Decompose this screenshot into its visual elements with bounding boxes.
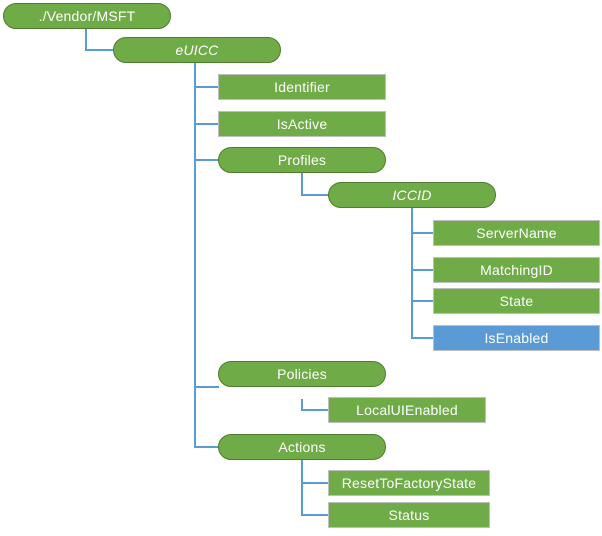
connector-policies-trunk	[301, 399, 303, 410]
node-root[interactable]: ./Vendor/MSFT	[3, 3, 171, 29]
connector-iccid-trunk	[411, 208, 413, 338]
node-matchingid[interactable]: MatchingID	[433, 257, 600, 283]
node-profiles-label: Profiles	[277, 152, 327, 168]
node-resettofactorystate[interactable]: ResetToFactoryState	[328, 470, 490, 496]
node-localuienabled-label: LocalUIEnabled	[356, 402, 458, 418]
node-root-label: ./Vendor/MSFT	[38, 8, 136, 24]
node-isactive-label: IsActive	[276, 116, 328, 132]
node-profiles[interactable]: Profiles	[218, 147, 386, 173]
node-policies[interactable]: Policies	[218, 361, 386, 387]
connector-iccid-to-matchingid	[411, 269, 434, 271]
connector-euicc-to-isactive	[194, 123, 219, 125]
node-resettofactorystate-label: ResetToFactoryState	[341, 475, 477, 491]
node-actions-label: Actions	[278, 439, 326, 455]
node-identifier-label: Identifier	[274, 79, 330, 95]
node-actions[interactable]: Actions	[218, 434, 386, 460]
connector-root-to-euicc-vertical	[85, 27, 87, 51]
connector-euicc-to-profiles	[194, 159, 219, 161]
connector-euicc-to-actions	[194, 446, 219, 448]
connector-policies-to-localui	[301, 409, 329, 411]
node-euicc[interactable]: eUICC	[113, 37, 281, 63]
node-status[interactable]: Status	[328, 502, 490, 528]
node-matchingid-label: MatchingID	[480, 262, 553, 278]
connector-actions-to-reset	[301, 482, 329, 484]
node-isactive[interactable]: IsActive	[218, 111, 386, 137]
node-status-label: Status	[388, 507, 430, 523]
connector-euicc-to-identifier	[194, 86, 219, 88]
node-iccid[interactable]: ICCID	[328, 182, 496, 208]
node-euicc-label: eUICC	[175, 42, 219, 58]
connector-euicc-trunk	[194, 63, 196, 448]
connector-actions-to-status	[301, 514, 329, 516]
connector-euicc-to-policies	[194, 386, 219, 388]
connector-root-to-euicc-horizontal	[85, 49, 114, 51]
node-state-label: State	[499, 293, 534, 309]
node-servername[interactable]: ServerName	[433, 220, 600, 246]
node-state[interactable]: State	[433, 288, 600, 314]
connector-iccid-to-state	[411, 300, 434, 302]
node-localuienabled[interactable]: LocalUIEnabled	[328, 397, 486, 423]
connector-profiles-to-iccid	[301, 194, 329, 196]
node-servername-label: ServerName	[476, 225, 557, 241]
node-policies-label: Policies	[277, 366, 327, 382]
connector-iccid-to-servername	[411, 232, 434, 234]
connector-profiles-trunk	[301, 173, 303, 195]
node-identifier[interactable]: Identifier	[218, 74, 386, 100]
node-isenabled[interactable]: IsEnabled	[433, 325, 600, 351]
connector-iccid-to-isenabled	[411, 337, 434, 339]
node-isenabled-label: IsEnabled	[484, 330, 549, 346]
node-iccid-label: ICCID	[392, 187, 432, 203]
connector-actions-trunk	[301, 460, 303, 515]
